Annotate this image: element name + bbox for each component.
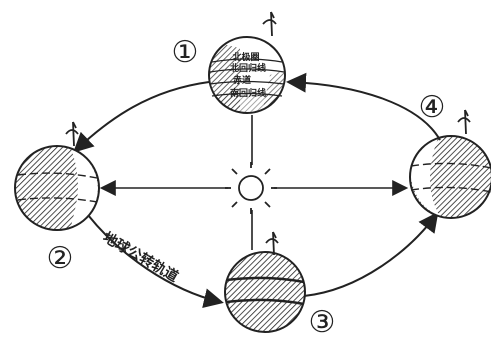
rotation-arrow-icon <box>458 110 470 134</box>
position-marker-3: ③ <box>309 305 336 340</box>
position-marker-4: ④ <box>419 90 446 125</box>
rotation-arrow-icon <box>66 122 78 146</box>
earth-position-2: ② <box>14 122 104 276</box>
latitude-label-tropic-capricorn: 南回归线 <box>230 87 266 99</box>
earth-position-4: ④ <box>408 90 491 222</box>
sun-icon <box>225 162 277 214</box>
latitude-label-equator: 赤道 <box>233 74 251 86</box>
earth-position-3: ③ <box>225 232 335 340</box>
position-marker-1: ① <box>172 35 199 70</box>
latitude-label-tropic-cancer: 北回归线 <box>230 62 266 74</box>
earth-position-1: 北极圈 北回归线 赤道 南回归线 ① <box>172 12 289 116</box>
orbit-label: 地球公转轨道 <box>100 229 181 286</box>
sun-axes <box>103 115 405 250</box>
latitude-label-arctic: 北极圈 <box>232 51 259 63</box>
position-marker-2: ② <box>47 241 74 276</box>
rotation-arrow-icon <box>263 12 276 36</box>
